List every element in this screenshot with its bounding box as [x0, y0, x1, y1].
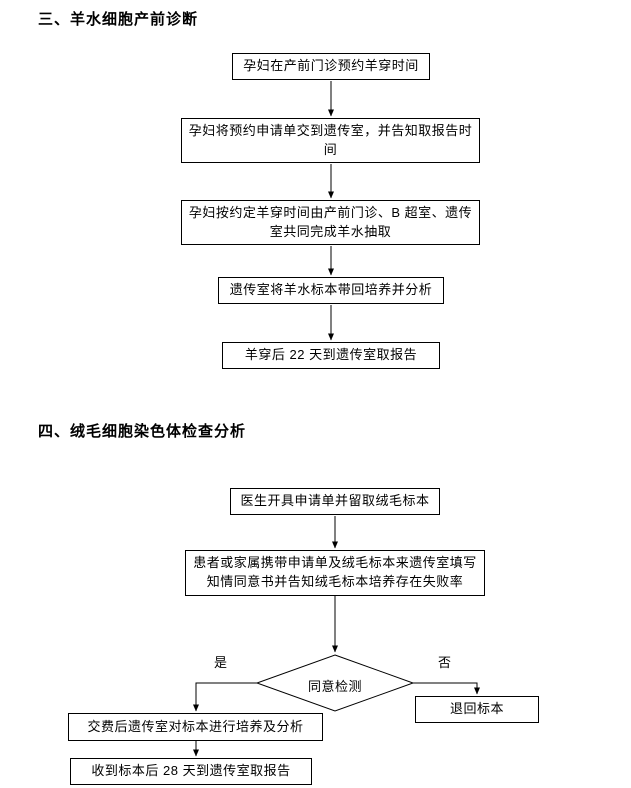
- decision-label: 同意检测: [307, 679, 362, 694]
- s2-step-2-box: 患者或家属携带申请单及绒毛标本来遗传室填写知情同意书并告知绒毛标本培养存在失败率: [185, 550, 485, 596]
- section2-title: 四、绒毛细胞染色体检查分析: [38, 423, 247, 440]
- s1-step-4-box: 遗传室将羊水标本带回培养并分析: [218, 277, 444, 304]
- arrow-yes-branch: [193, 682, 257, 712]
- s2-yes-step-2-box: 收到标本后 28 天到遗传室取报告: [70, 758, 312, 785]
- s1-step-2-box: 孕妇将预约申请单交到遗传室，并告知取报告时间: [181, 118, 480, 163]
- s1-step-3-box: 孕妇按约定羊穿时间由产前门诊、B 超室、遗传室共同完成羊水抽取: [181, 200, 480, 245]
- s2-no-step-1-box: 退回标本: [415, 696, 539, 723]
- arrow-no-branch: [413, 682, 480, 695]
- s1-step-1-box: 孕妇在产前门诊预约羊穿时间: [232, 53, 430, 80]
- no-branch-label: 否: [438, 655, 452, 670]
- s2-step-1-box: 医生开具申请单并留取绒毛标本: [230, 488, 440, 515]
- s1-step-5-box: 羊穿后 22 天到遗传室取报告: [222, 342, 440, 369]
- s2-yes-step-1-box: 交费后遗传室对标本进行培养及分析: [68, 713, 323, 741]
- section1-title: 三、羊水细胞产前诊断: [38, 11, 199, 28]
- yes-branch-label: 是: [214, 655, 228, 670]
- decision-diamond: [255, 654, 415, 712]
